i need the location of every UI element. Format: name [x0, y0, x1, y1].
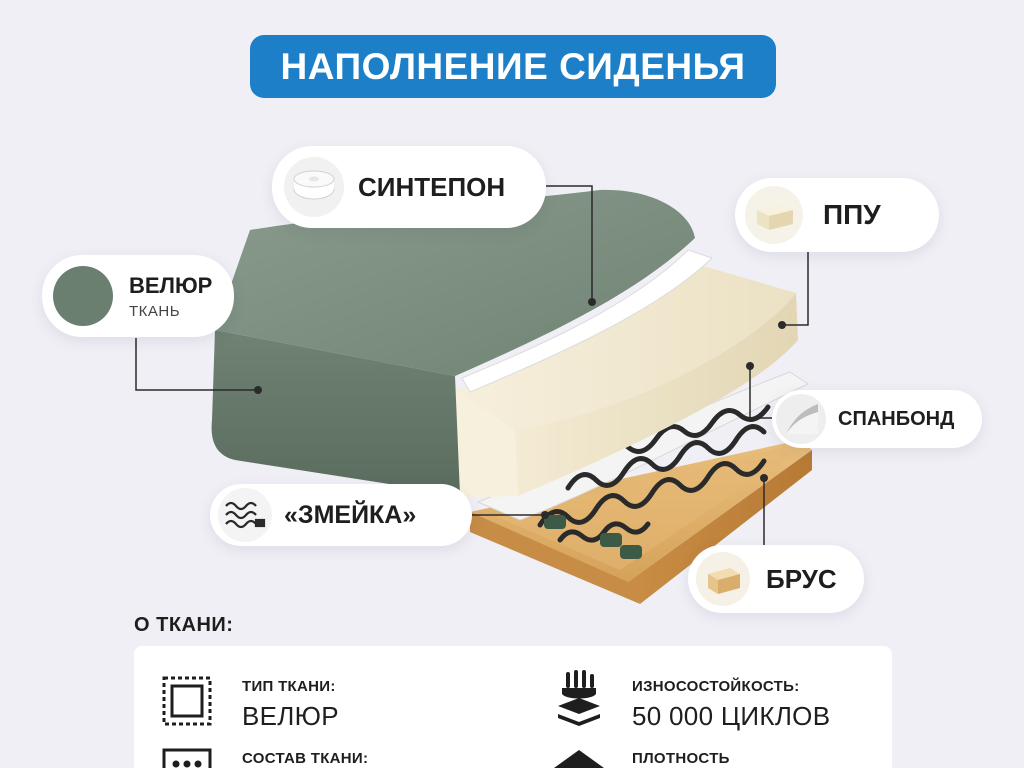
wear-resistance-key: ИЗНОСОСТОЙКОСТЬ:	[632, 678, 800, 695]
fabric-info-card: ТИП ТКАНИ: ВЕЛЮР ИЗНОСОСТОЙКОСТЬ: 50 000…	[134, 646, 892, 768]
fabric-density-key: ПЛОТНОСТЬ	[632, 750, 730, 767]
fabric-composition-item: СОСТАВ ТКАНИ:	[242, 750, 368, 768]
fabric-composition-key: СОСТАВ ТКАНИ:	[242, 750, 369, 767]
fabric-type-key: ТИП ТКАНИ:	[242, 678, 336, 695]
sintepon-layer	[461, 249, 713, 393]
fabric-type-item: ТИП ТКАНИ: ВЕЛЮР	[242, 678, 339, 732]
fabric-density-item: ПЛОТНОСТЬ	[632, 750, 730, 768]
leader-dots	[254, 298, 786, 519]
serpentine-springs	[537, 404, 771, 543]
callout-velour: ВЕЛЮР ТКАНЬ	[42, 255, 234, 337]
foam-block	[455, 265, 798, 498]
callout-spanbond: СПАНБОНД	[772, 390, 982, 448]
serpentine-spring-icon	[218, 488, 272, 542]
callout-velour-label: ВЕЛЮР	[129, 272, 213, 298]
spring-clips	[544, 515, 642, 559]
callout-brus-label: БРУС	[766, 563, 837, 594]
composition-icon	[160, 746, 214, 768]
velour-cushion	[211, 189, 695, 495]
callout-velour-sub: ТКАНЬ	[129, 302, 181, 320]
foam-block-icon	[745, 186, 803, 244]
velour-swatch-icon	[53, 266, 113, 326]
wood-frame	[470, 440, 812, 604]
callout-sintepon-label: СИНТЕПОН	[358, 171, 506, 202]
page-title: НАПОЛНЕНИЕ СИДЕНЬЯ	[250, 35, 776, 98]
callout-ppu: ППУ	[735, 178, 939, 252]
wood-beam-icon	[696, 552, 750, 606]
leader-lines	[135, 185, 809, 548]
wear-resistance-item: ИЗНОСОСТОЙКОСТЬ: 50 000 ЦИКЛОВ	[632, 678, 830, 732]
sintepon-roll-icon	[284, 157, 344, 217]
fabric-type-value: ВЕЛЮР	[242, 701, 339, 731]
wear-resistance-icon	[552, 670, 606, 733]
callout-sintepon: СИНТЕПОН	[272, 146, 546, 228]
spanbond-sheet-icon	[776, 394, 826, 444]
fabric-roll-icon	[160, 672, 214, 733]
wear-resistance-value: 50 000 ЦИКЛОВ	[632, 701, 831, 731]
callout-brus: БРУС	[688, 545, 864, 613]
callout-ppu-label: ППУ	[823, 199, 881, 230]
callout-zmeika-label: «ЗМЕЙКА»	[284, 500, 417, 529]
density-icon	[550, 746, 608, 768]
callout-spanbond-label: СПАНБОНД	[838, 407, 955, 430]
callout-zmeika: «ЗМЕЙКА»	[210, 484, 472, 546]
about-fabric-title: О ТКАНИ:	[134, 614, 234, 636]
